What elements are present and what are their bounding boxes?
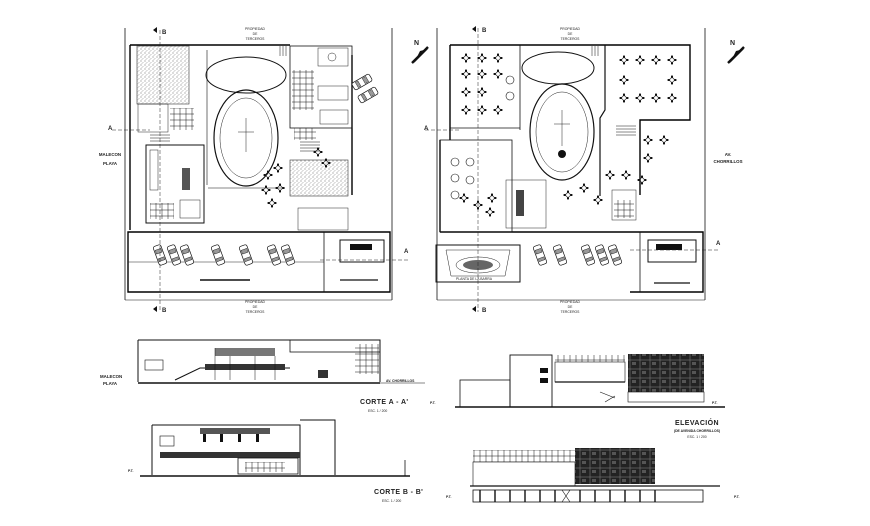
elevation-lower-drawing: P.T. P.T. (446, 448, 740, 503)
section-a-marker-left: A (108, 126, 113, 132)
left-top-label-3: TERCEROS (246, 37, 266, 41)
left-playa-label: PLAYA (103, 161, 118, 166)
north-label-left: N (414, 40, 419, 47)
right-section-a-right: A (716, 241, 721, 247)
right-bottom-label-3: TERCEROS (561, 310, 581, 314)
section-b-marker-top: B (162, 30, 167, 36)
right-bottom-label-2: DE (568, 305, 573, 309)
left-bottom-label-2: DE (253, 305, 258, 309)
section-aa-drawing: MALECON PLAYA AV. CHORRILLOS CORTE A - A… (100, 339, 425, 413)
elevation-scale: ESC. 1 / 200 (687, 435, 706, 439)
section-b-marker-bottom: B (162, 308, 167, 314)
section-aa-avenue: AV. CHORRILLOS (386, 379, 415, 383)
section-bb-title: CORTE B - B' (374, 489, 423, 496)
bar-plan-label: PLANTA DE LA BARRA (456, 277, 493, 281)
right-top-label-3: TERCEROS (561, 37, 581, 41)
elevation-lower-level-left: P.T. (446, 495, 452, 499)
elevation-subtitle: (DE AVENIDA CHORRILLOS) (674, 429, 720, 433)
right-section-b-bottom: B (482, 308, 487, 314)
elevation-level-right: P.T. (712, 401, 718, 405)
right-top-label-1: PROPIEDAD (560, 27, 581, 31)
plan-left: A A B B PROPIEDAD DE TERCEROS PROPIEDAD … (99, 27, 410, 314)
north-arrow-icon: N (727, 40, 745, 64)
right-section-b-top: B (482, 28, 487, 34)
left-top-label-2: DE (253, 32, 258, 36)
right-top-label-2: DE (568, 32, 573, 36)
left-malecon-label: MALECON (99, 152, 121, 157)
section-aa-scale: ESC. 1 / 200 (368, 409, 387, 413)
section-aa-malecon: MALECON (100, 374, 122, 379)
section-bb-scale: ESC. 1 / 200 (382, 499, 401, 503)
elevation-title: ELEVACIÓN (675, 418, 719, 427)
left-bottom-label-1: PROPIEDAD (245, 300, 266, 304)
left-top-label-1: PROPIEDAD (245, 27, 266, 31)
right-av-label: AV. (725, 152, 732, 157)
north-label-right: N (730, 40, 735, 47)
elevation-level-left: P.T. (430, 401, 436, 405)
section-aa-playa: PLAYA (103, 381, 118, 386)
left-bottom-label-3: TERCEROS (246, 310, 266, 314)
section-a-marker-right: A (404, 249, 409, 255)
section-bb-drawing: P.T. CORTE B - B' ESC. 1 / 200 (128, 419, 423, 503)
elevation-lower-level-right: P.T. (734, 495, 740, 499)
right-chorrillos-label: CHORRILLOS (713, 159, 742, 164)
right-section-a-left: A (424, 126, 429, 132)
elevation-upper-drawing: P.T. P.T. (430, 354, 725, 408)
plan-right: A A B B PROPIEDAD DE TERCEROS PROPIEDAD … (424, 26, 743, 314)
right-bottom-label-1: PROPIEDAD (560, 300, 581, 304)
section-aa-title: CORTE A - A' (360, 399, 408, 406)
section-bb-level: P.T. (128, 469, 134, 473)
north-arrow-icon: N (411, 40, 429, 64)
